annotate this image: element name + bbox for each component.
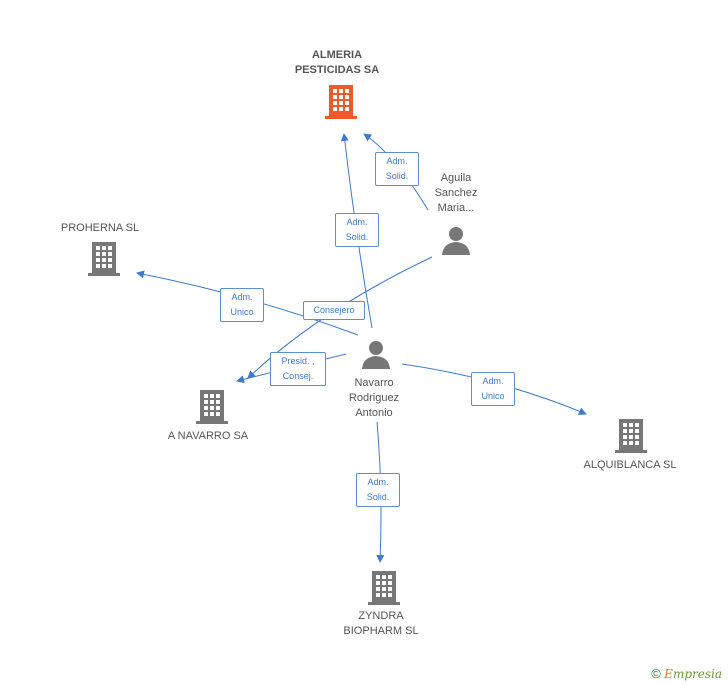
building-icon[interactable] [87, 241, 121, 277]
node-label-alquiblanca: ALQUIBLANCA SL [583, 459, 677, 471]
relation-label-navarro-alquiblanca[interactable]: Adm. Unico [471, 372, 515, 406]
node-label-anavarro: A NAVARRO SA [167, 430, 249, 442]
copyright-icon: © [651, 666, 661, 681]
relation-label-navarro-anavarro[interactable]: Presid. , Consej. [270, 352, 326, 386]
person-icon[interactable] [441, 226, 471, 256]
relation-label-navarro-zyndra[interactable]: Adm. Solid. [356, 473, 400, 507]
node-label-almeria: ALMERIA PESTICIDAS SA [294, 49, 380, 76]
brand-logo: Empresia [664, 667, 722, 681]
node-label-zyndra: ZYNDRA BIOPHARM SL [343, 610, 419, 637]
relation-label-navarro-almeria[interactable]: Adm. Solid. [335, 213, 379, 247]
node-label-aguila: Aguila Sanchez Maria... [434, 172, 478, 214]
node-label-proherna: PROHERNA SL [60, 222, 140, 234]
relation-label-navarro-proherna[interactable]: Adm. Unico [220, 288, 264, 322]
building-icon[interactable] [195, 389, 229, 425]
relation-label-aguila-anavarro[interactable]: Consejero [303, 301, 365, 320]
building-icon[interactable] [324, 84, 358, 120]
building-icon[interactable] [367, 570, 401, 606]
building-icon[interactable] [614, 418, 648, 454]
person-icon[interactable] [361, 340, 391, 370]
footer-brand[interactable]: © Empresia [651, 666, 722, 681]
relation-label-aguila-almeria[interactable]: Adm. Solid. [375, 152, 419, 186]
node-label-navarro: Navarro Rodriguez Antonio [348, 377, 400, 419]
